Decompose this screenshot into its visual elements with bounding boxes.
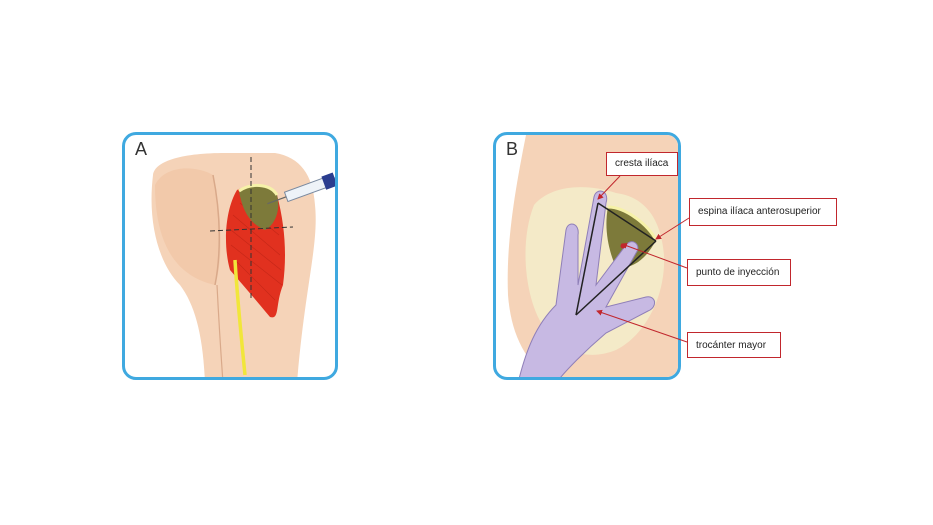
panel-a-illustration bbox=[151, 153, 335, 377]
callout-greater-trochanter: trocánter mayor bbox=[687, 332, 781, 358]
syringe bbox=[267, 172, 335, 205]
left-buttock bbox=[155, 168, 221, 285]
callout-injection-point: punto de inyección bbox=[687, 259, 791, 286]
v-line-top bbox=[597, 202, 657, 242]
injection-point bbox=[620, 243, 626, 249]
callout-asis: espina ilíaca anterosuperior bbox=[689, 198, 837, 226]
v-line-iliac-crest bbox=[575, 202, 599, 316]
gluteal-cleft bbox=[212, 174, 221, 286]
injection-zone bbox=[239, 185, 279, 230]
panel-a-letter: A bbox=[135, 139, 148, 159]
callout-iliac-crest: cresta ilíaca bbox=[606, 152, 678, 176]
leg-line bbox=[216, 284, 224, 377]
panel-a: A bbox=[122, 132, 338, 380]
panel-b-letter: B bbox=[506, 139, 519, 159]
horizontal-axis bbox=[209, 226, 294, 232]
sciatic-nerve bbox=[233, 259, 247, 376]
